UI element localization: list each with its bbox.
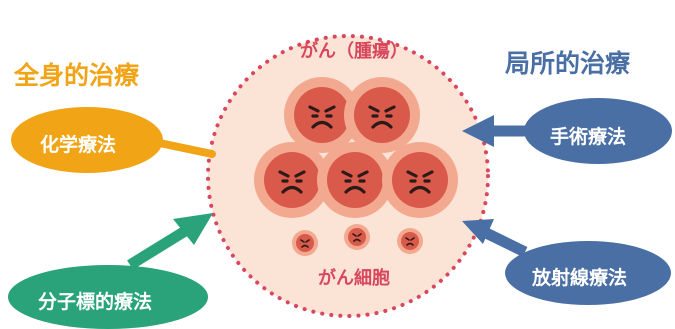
chemotherapy-label: 化学療法 — [40, 134, 117, 156]
systemic-heading: 全身的治療 — [14, 61, 140, 90]
local-heading: 局所的治療 — [505, 49, 631, 78]
tumor-cell-large — [317, 142, 393, 218]
tumor-cell-large — [344, 77, 420, 153]
molecular-arrow — [127, 213, 213, 270]
tumor-label: がん（腫瘍） — [300, 41, 408, 62]
tumor-cell-small — [292, 230, 318, 256]
surgery-bubble — [524, 98, 672, 164]
tumor-cell-large — [382, 142, 458, 218]
radiation-label: 放射線療法 — [532, 267, 628, 289]
small-cells — [292, 224, 423, 256]
molecular-targeted-label: 分子標的療法 — [38, 291, 153, 313]
tumor-cell-small — [344, 224, 370, 250]
chemotherapy-bubble — [11, 107, 163, 173]
cancer-cells-label: がん細胞 — [318, 268, 390, 289]
tumor-cluster — [254, 77, 458, 218]
radiation-bubble — [505, 241, 671, 305]
radiation-arrow — [462, 219, 528, 257]
tumor-cell-small — [397, 228, 423, 254]
tumor-cell-large — [284, 77, 360, 153]
molecular-bubble — [8, 265, 208, 329]
surgery-label: 手術療法 — [550, 126, 627, 148]
tumor-cell-large — [254, 142, 330, 218]
